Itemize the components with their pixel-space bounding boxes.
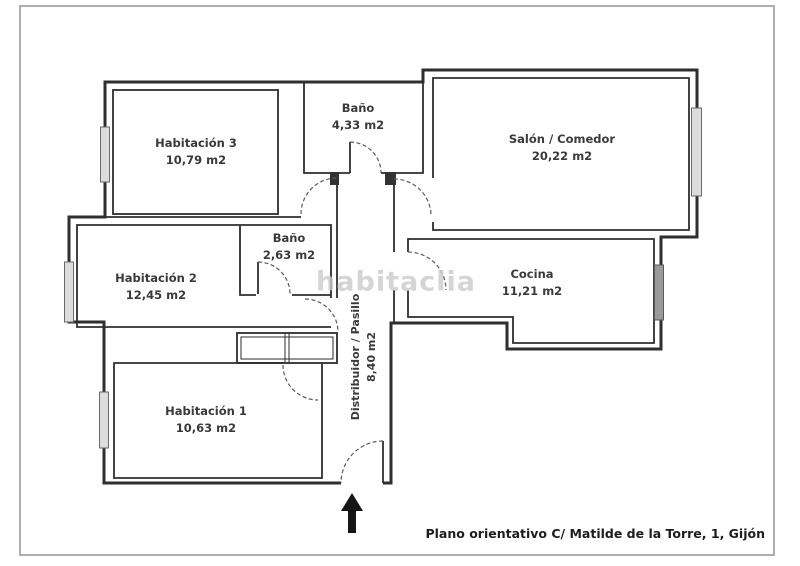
door-bano-pequeno — [257, 261, 291, 295]
room-label-cocina: Cocina 11,21 m2 — [502, 266, 562, 300]
door-entrance — [340, 440, 384, 484]
plan-border-frame — [19, 5, 775, 556]
room-area: 20,22 m2 — [531, 149, 593, 163]
room-label-salon-comedor: Salón / Comedor 20,22 m2 — [509, 131, 615, 165]
room-area: 4,33 m2 — [331, 118, 385, 132]
room-name: Habitación 1 — [165, 404, 247, 418]
room-label-habitacion-2: Habitación 2 12,45 m2 — [115, 270, 197, 304]
entrance-arrow-icon — [341, 493, 363, 533]
room-label-bano-grande: Baño 4,33 m2 — [332, 100, 384, 134]
room-name: Salón / Comedor — [508, 132, 616, 146]
room-area: 12,45 m2 — [125, 288, 187, 302]
salon-comedor-walls — [432, 77, 690, 231]
door-cocina — [407, 251, 447, 291]
pasillo-walls — [336, 185, 395, 323]
window-cocina — [654, 264, 664, 321]
room-label-habitacion-1: Habitación 1 10,63 m2 — [165, 403, 247, 437]
room-area: 10,79 m2 — [165, 153, 227, 167]
door-junction-left — [300, 177, 338, 215]
room-label-bano-pequeno: Baño 2,63 m2 — [263, 230, 315, 264]
room-name: Distribuidor / Pasillo — [349, 293, 362, 421]
room-area: 8,40 m2 — [365, 331, 378, 383]
caption: Plano orientativo C/ Matilde de la Torre… — [425, 526, 765, 541]
door-habitacion-2 — [304, 298, 339, 333]
room-name: Habitación 3 — [155, 136, 237, 150]
watermark: habitaclia — [316, 266, 476, 298]
habitacion-3-walls — [112, 89, 279, 215]
window-habitacion-3 — [100, 126, 110, 183]
bano-pequeno-walls — [239, 225, 331, 296]
closet — [236, 332, 338, 364]
room-label-habitacion-3: Habitación 3 10,79 m2 — [155, 135, 237, 169]
room-area: 10,63 m2 — [175, 421, 237, 435]
door-bano-grande — [349, 141, 382, 174]
room-area: 2,63 m2 — [262, 248, 316, 262]
outer-wall — [67, 68, 699, 485]
room-name: Baño — [341, 101, 375, 115]
wall-stub-right — [385, 172, 396, 185]
room-name: Baño — [272, 231, 306, 245]
room-area: 11,21 m2 — [501, 284, 563, 298]
habitacion-1-walls — [113, 362, 323, 479]
room-name: Cocina — [510, 267, 554, 281]
window-habitacion-2 — [64, 261, 74, 323]
cocina-walls — [407, 238, 655, 344]
window-salon — [691, 107, 702, 197]
window-habitacion-1 — [99, 391, 109, 449]
door-salon — [393, 178, 432, 217]
room-label-distribuidor: Distribuidor / Pasillo 8,40 m2 — [348, 294, 380, 421]
door-habitacion-1 — [282, 364, 319, 401]
room-name: Habitación 2 — [115, 271, 197, 285]
habitacion-2-walls — [76, 224, 332, 328]
